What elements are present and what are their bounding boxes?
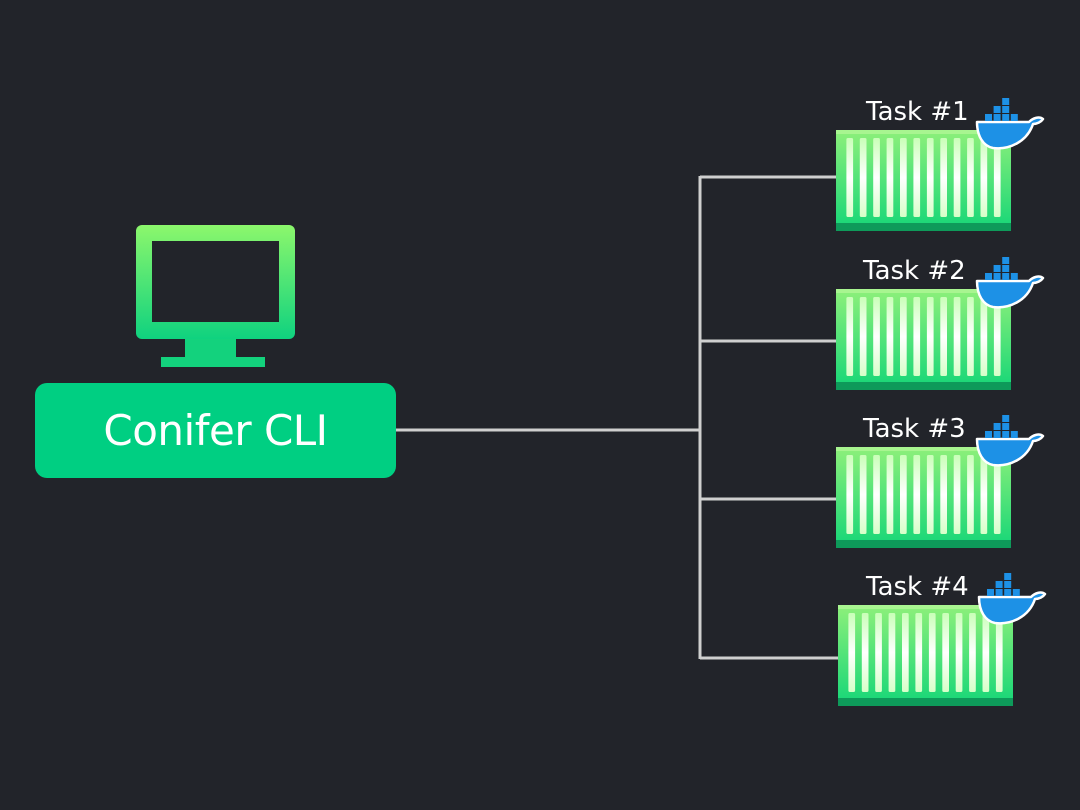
containers-group — [836, 98, 1047, 706]
monitor-icon — [136, 225, 295, 367]
task-4-container-icon — [838, 605, 1013, 706]
task-3-label: Task #3 — [863, 414, 966, 444]
task-2-docker-icon — [975, 257, 1045, 309]
task-2-label: Task #2 — [863, 256, 966, 286]
task-3-container-icon — [836, 447, 1011, 548]
task-1-container-icon — [836, 130, 1011, 231]
task-3-docker-icon — [975, 415, 1045, 467]
conifer-cli-box: Conifer CLI — [35, 383, 396, 478]
task-4-docker-icon — [977, 573, 1047, 625]
task-1-label: Task #1 — [866, 97, 969, 127]
task-4-label: Task #4 — [866, 572, 969, 602]
connector-lines — [396, 175, 838, 660]
cli-label: Conifer CLI — [103, 406, 328, 455]
task-2-container-icon — [836, 289, 1011, 390]
task-1-docker-icon — [975, 98, 1045, 150]
